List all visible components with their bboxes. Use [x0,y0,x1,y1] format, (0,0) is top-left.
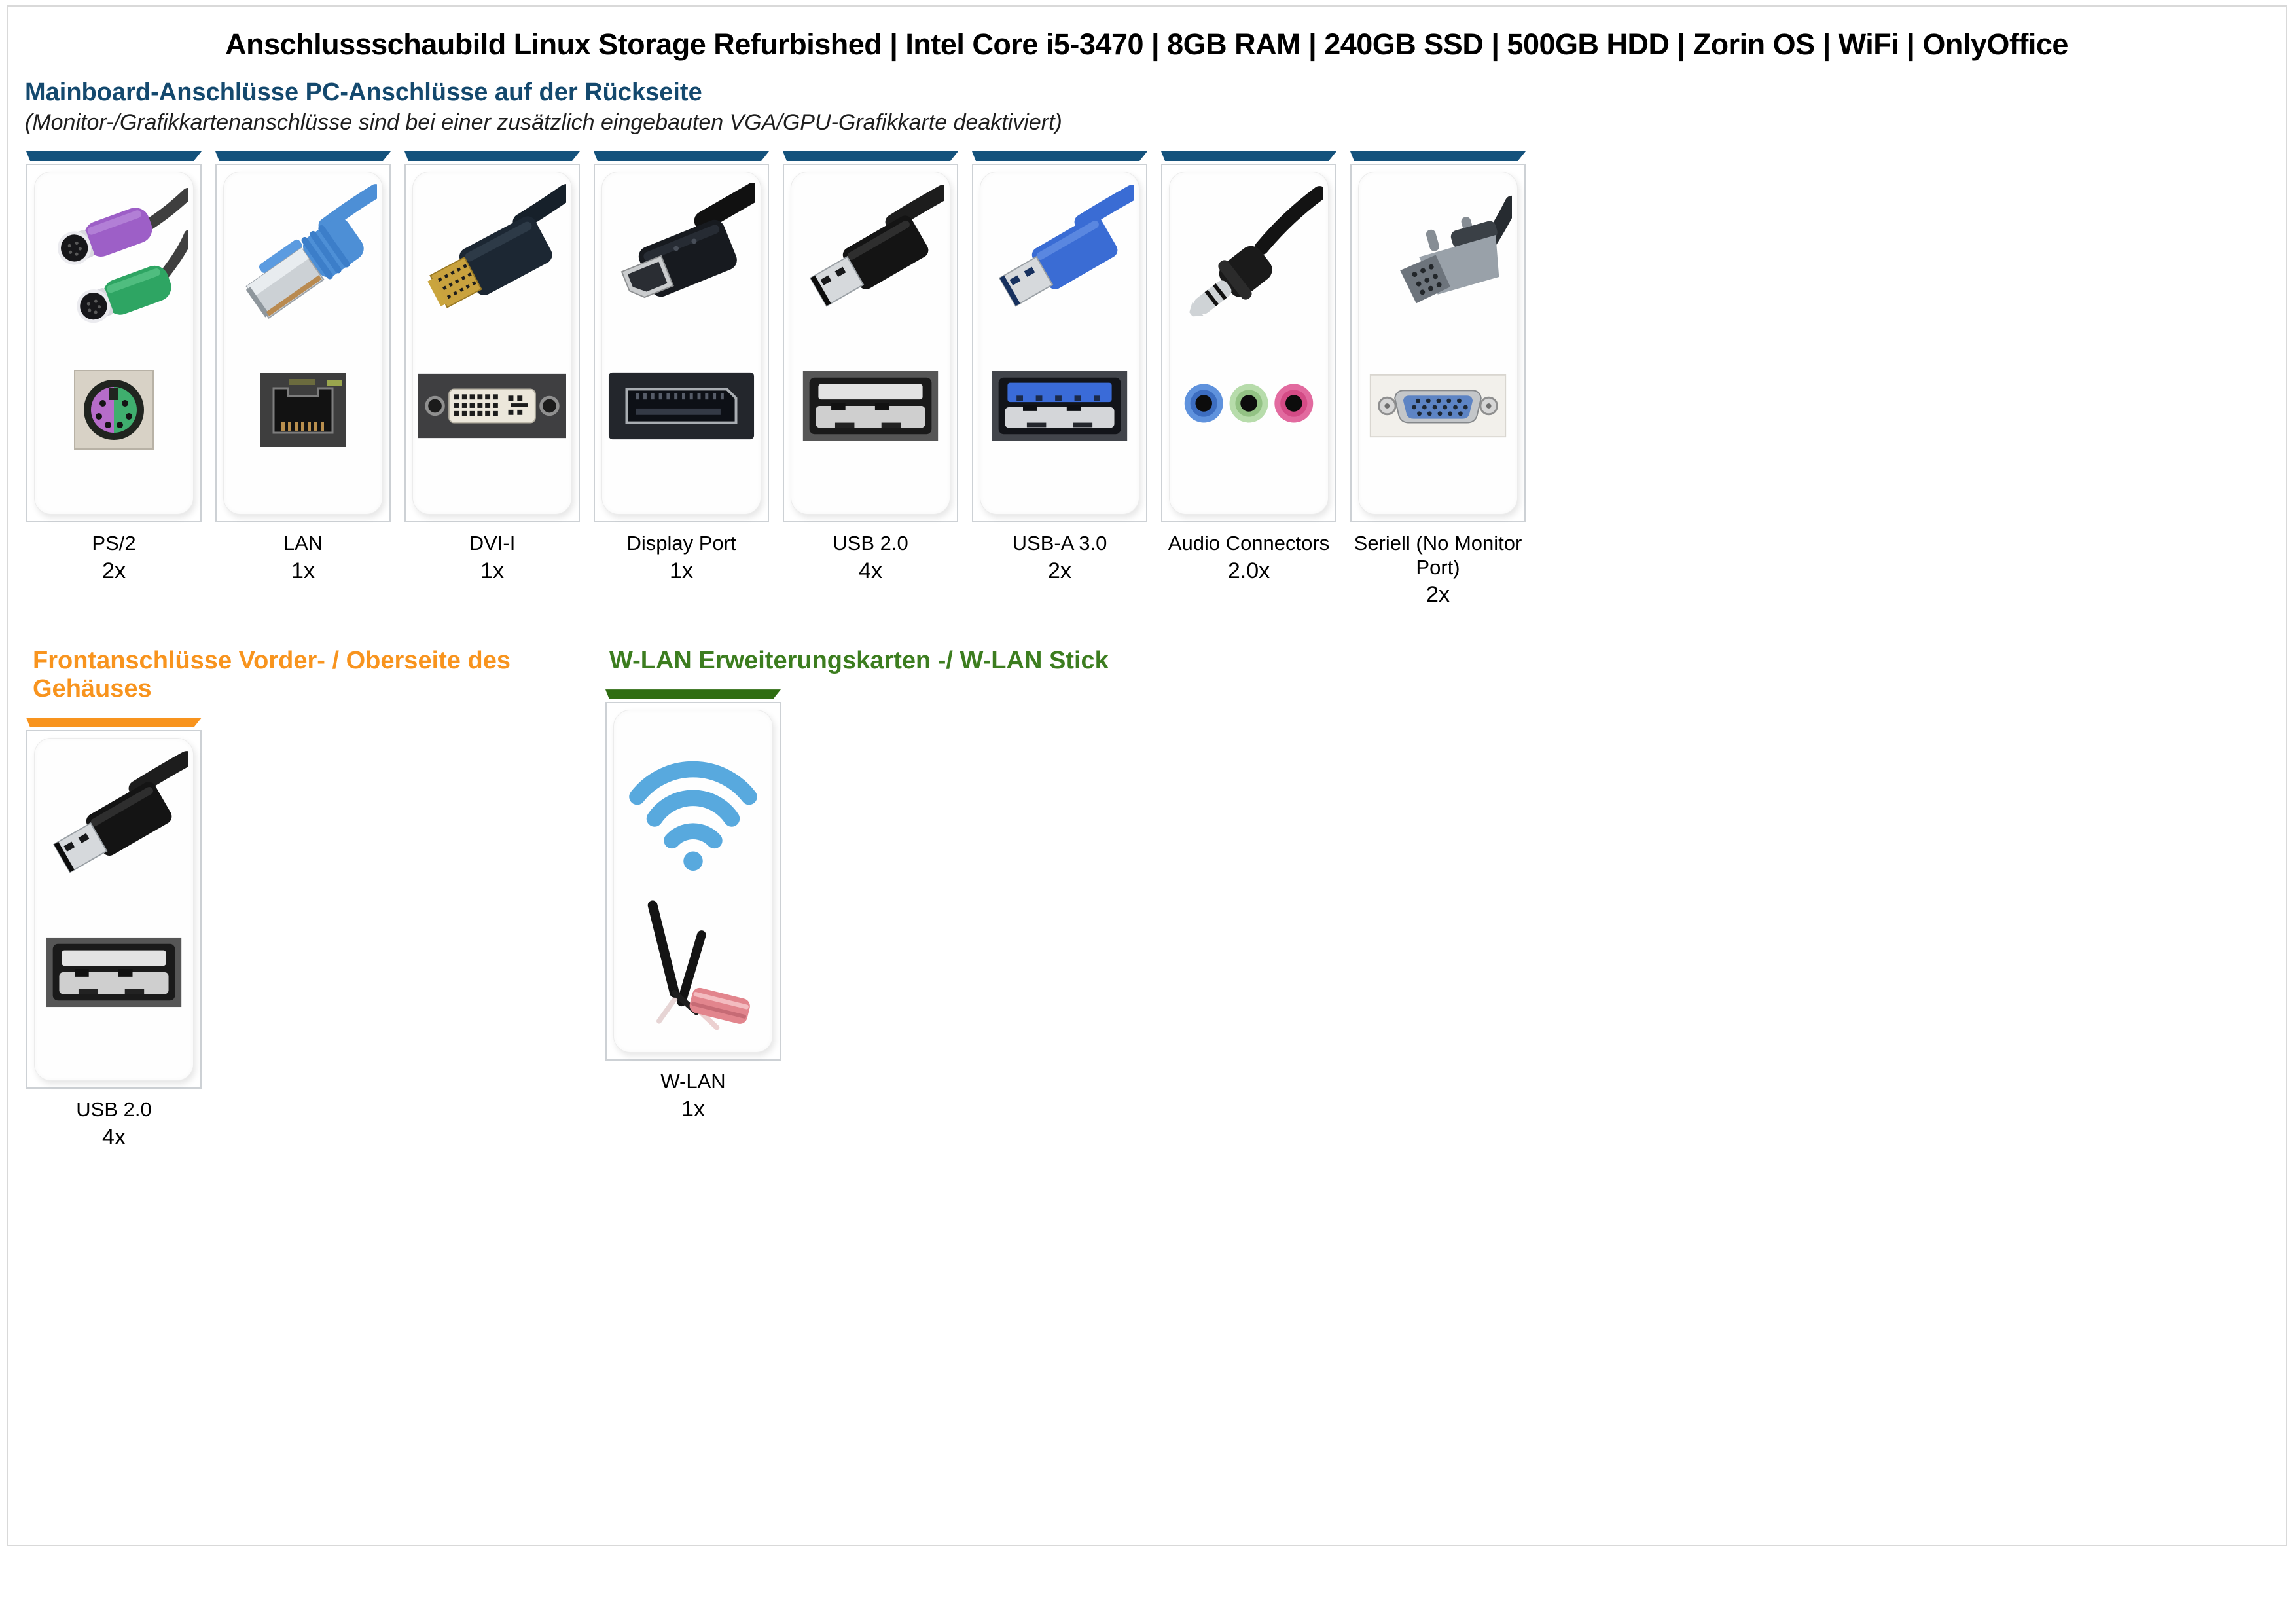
card-ps2 [26,164,202,522]
ps2-plug-icon [58,188,188,323]
serial-plug-icon [1400,195,1512,304]
card-audio [1161,164,1336,522]
port-card-audio: Audio Connectors 2.0x [1161,151,1336,608]
port-label: Seriell (No Monitor Port) [1354,532,1522,579]
wlan-stick-icon [647,900,750,1030]
port-count: 1x [670,558,693,583]
port-label: W-LAN [660,1070,726,1093]
audio-jacks-icon [1184,384,1314,423]
dvi-port-icon [418,373,566,439]
card-dvi [404,164,580,522]
page-frame: Anschlussschaubild Linux Storage Refurbi… [7,5,2287,1546]
port-count: 2x [1048,558,1071,583]
wlan-section: W-LAN Erweiterungskarten -/ W-LAN Stick [605,647,1109,1150]
lan-port-icon [260,373,346,447]
card-lan [215,164,391,522]
dvi-plug-icon [427,184,566,308]
lan-plug-icon [245,184,377,319]
port-label: Audio Connectors [1168,532,1330,555]
port-count: 1x [291,558,315,583]
accent-bar [972,151,1147,161]
port-label: Display Port [626,532,736,555]
card-displayport [594,164,769,522]
port-card-displayport: Display Port 1x [594,151,769,608]
port-label: USB-A 3.0 [1012,532,1107,555]
port-count: 2.0x [1227,558,1270,583]
port-count: 2x [102,558,126,583]
accent-bar [404,151,580,161]
port-count: 2x [1426,582,1450,608]
accent-bar [215,151,391,161]
card-wlan [605,702,781,1061]
port-card-dvi: DVI-I 1x [404,151,580,608]
card-usb2 [783,164,958,522]
ps2-port-icon [74,370,154,450]
card-usb3 [972,164,1147,522]
wlan-section-heading: W-LAN Erweiterungskarten -/ W-LAN Stick [609,647,1109,675]
accent-bar [26,151,202,161]
page-title: Anschlussschaubild Linux Storage Refurbi… [225,27,2068,61]
port-count: 1x [681,1096,705,1122]
port-card-serial: Seriell (No Monitor Port) 2x [1350,151,1526,608]
card-serial [1350,164,1526,522]
audio-plug-icon [1189,186,1323,317]
usb3-plug-icon [998,185,1134,307]
port-label: USB 2.0 [833,532,908,555]
port-count: 1x [480,558,504,583]
port-card-ps2: PS/2 2x [26,151,202,608]
displayport-port-icon [608,372,755,440]
usb2-plug-icon [52,751,188,873]
serial-port-icon [1369,374,1507,438]
accent-bar [594,151,769,161]
port-count: 4x [859,558,882,583]
port-card-usb3: USB-A 3.0 2x [972,151,1147,608]
usb2-plug-icon [809,185,944,307]
rear-section-note: (Monitor-/Grafikkartenanschlüsse sind be… [25,110,1062,135]
front-ports-section: Frontanschlüsse Vorder- / Oberseite des … [26,647,605,1150]
accent-bar [1350,151,1526,161]
accent-bar [605,689,781,699]
port-label: DVI-I [469,532,516,555]
usb2-port-icon [46,938,182,1008]
wifi-signal-icon [629,761,757,871]
accent-bar [1161,151,1336,161]
rear-section-heading: Mainboard-Anschlüsse PC-Anschlüsse auf d… [25,79,702,106]
port-card-lan: LAN 1x [215,151,391,608]
displayport-plug-icon [620,183,755,299]
rear-ports-row: PS/2 2x [26,151,2286,608]
accent-bar [783,151,958,161]
usb3-port-icon [992,371,1128,441]
port-card-wlan: W-LAN 1x [605,689,781,1122]
port-label: PS/2 [92,532,136,555]
lower-sections: Frontanschlüsse Vorder- / Oberseite des … [26,647,2286,1150]
port-label: LAN [283,532,323,555]
accent-bar [26,718,202,727]
rear-ports-section: Mainboard-Anschlüsse PC-Anschlüsse auf d… [8,79,2286,608]
port-count: 4x [102,1124,126,1150]
usb2-port-icon [802,371,939,441]
port-card-front-usb2: USB 2.0 4x [26,718,202,1150]
port-card-usb2: USB 2.0 4x [783,151,958,608]
card-front-usb2 [26,730,202,1089]
front-section-heading: Frontanschlüsse Vorder- / Oberseite des … [33,647,511,703]
port-label: USB 2.0 [76,1098,152,1122]
